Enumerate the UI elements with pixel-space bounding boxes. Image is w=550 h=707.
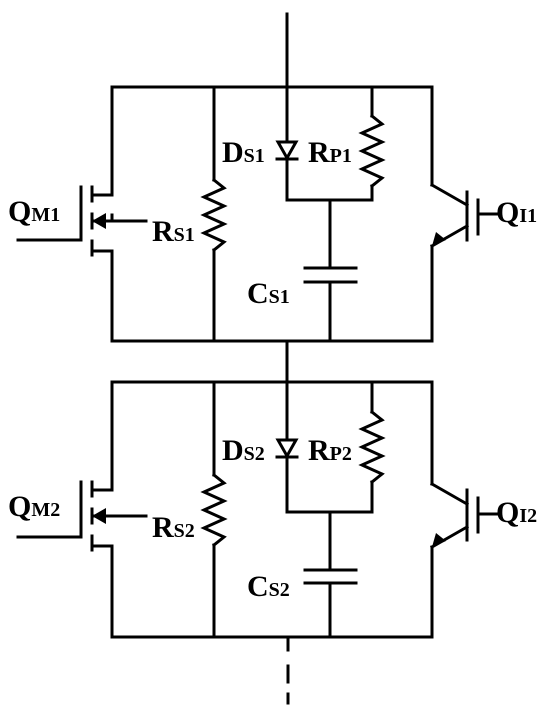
igbt-qi2-label: QI2	[496, 496, 537, 529]
mosfet-qm1-label: QM1	[8, 195, 60, 228]
diode-ds2-label: DS2	[222, 434, 265, 467]
resistor-rs1-label: RS1	[152, 215, 195, 248]
resistor-rp1-label: RP1	[308, 136, 352, 169]
stage-2: QM2 RS2 DS2 RP2	[8, 380, 537, 639]
mosfet-qm2-label: QM2	[8, 490, 60, 523]
mosfet-qm2-symbol	[16, 480, 148, 552]
stage-1: QM1 RS1 DS1 RP1	[8, 85, 537, 343]
resistor-rs2-label: RS2	[152, 511, 195, 544]
mosfet-qm1-symbol	[16, 185, 148, 257]
diode-ds1-label: DS1	[222, 136, 265, 169]
resistor-rs2-symbol	[200, 380, 228, 639]
igbt-qi2-symbol	[429, 481, 499, 550]
capacitor-cs1-label: CS1	[247, 277, 290, 310]
capacitor-cs2-symbol	[303, 510, 358, 639]
resistor-rp2-label: RP2	[308, 434, 352, 467]
diode-ds2-symbol	[275, 380, 299, 514]
capacitor-cs1-symbol	[303, 198, 358, 343]
diode-ds1-symbol	[275, 85, 299, 202]
igbt-qi1-symbol	[429, 182, 499, 249]
capacitor-cs2-label: CS2	[247, 570, 290, 603]
resistor-rs1-symbol	[200, 85, 228, 343]
resistor-rp1-symbol	[285, 85, 386, 202]
igbt-qi1-label: QI1	[496, 196, 537, 229]
